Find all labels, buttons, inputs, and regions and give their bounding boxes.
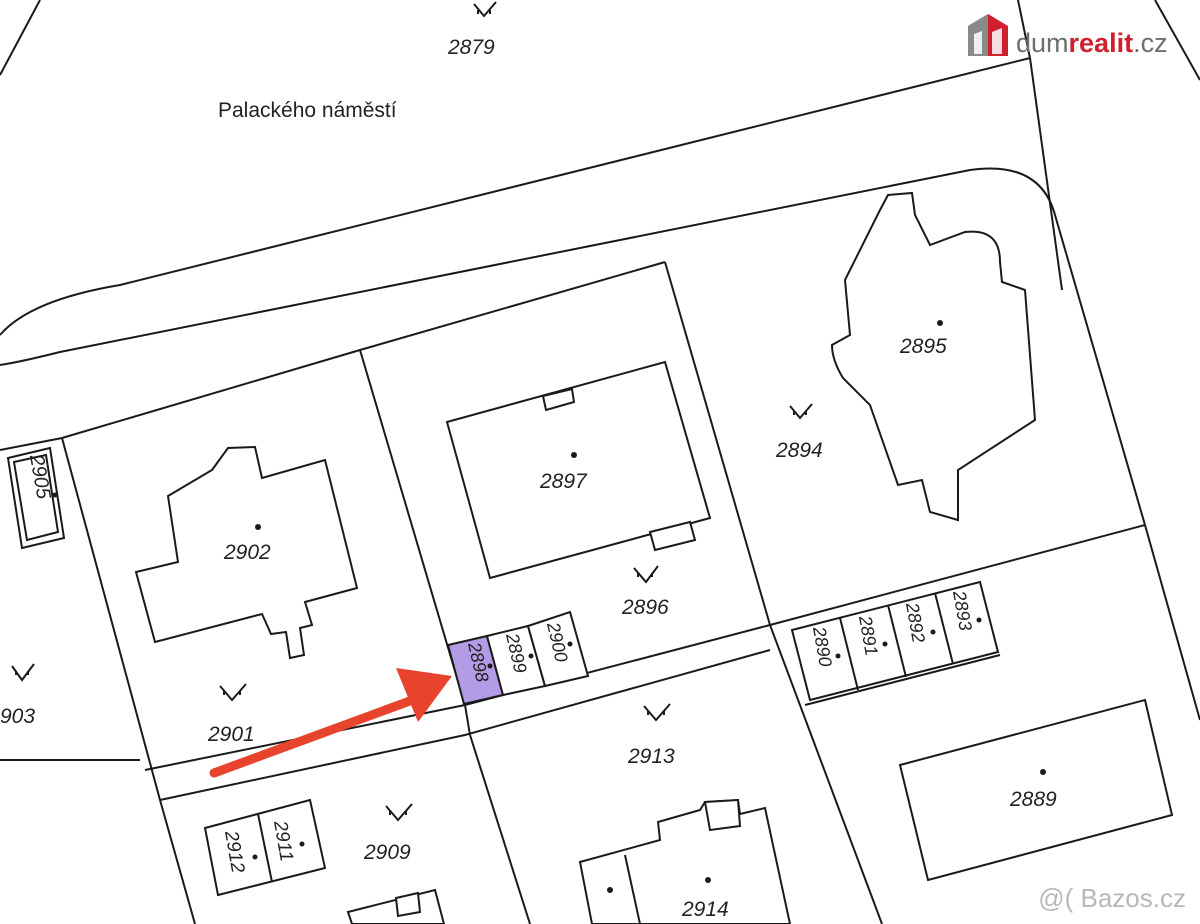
logo-text-dum: dum <box>1016 28 1069 58</box>
building-2914 <box>578 798 792 924</box>
parcel-number-2913: 2913 <box>627 745 675 768</box>
garages-2898-2900[interactable] <box>446 610 590 706</box>
building-2909-partial <box>346 888 446 924</box>
bazos-watermark: @( Bazos.cz <box>1038 883 1186 913</box>
parcel-number-2901: 2901 <box>207 723 255 746</box>
building-2895 <box>830 191 1037 522</box>
parcel-number-2896: 2896 <box>621 596 669 619</box>
parcel-2905-garage <box>6 446 66 550</box>
building-2889 <box>898 698 1174 882</box>
parcel-number-2914: 2914 <box>681 898 729 921</box>
parcel-number-2879: 2879 <box>447 36 495 59</box>
parcel-number-2895: 2895 <box>899 335 947 358</box>
logo-text-cz: .cz <box>1133 28 1168 58</box>
parcel-number-2894: 2894 <box>775 439 823 462</box>
parcel-dots <box>52 320 1046 893</box>
building-2902 <box>134 445 359 660</box>
parcel-number-2902: 2902 <box>223 541 271 564</box>
garages-2911-2912 <box>203 798 327 897</box>
garages-2890-2893 <box>790 580 1000 702</box>
parcel-number-2909: 2909 <box>363 841 411 864</box>
building-2897 <box>445 360 712 580</box>
parcel-number-2897: 2897 <box>539 470 588 493</box>
parcel-number-2903: 903 <box>0 705 35 728</box>
road-lines <box>0 0 1200 721</box>
grass-symbols <box>11 1 813 822</box>
dumrealit-logo[interactable]: dumrealit.cz <box>966 12 1186 62</box>
highlight-arrow <box>209 668 452 778</box>
logo-house-icon <box>968 14 1008 56</box>
logo-text: dumrealit.cz <box>1016 28 1168 59</box>
street-name: Palackého náměstí <box>218 99 397 122</box>
parcel-number-2889: 2889 <box>1009 788 1057 811</box>
logo-text-realit: realit <box>1068 28 1134 58</box>
